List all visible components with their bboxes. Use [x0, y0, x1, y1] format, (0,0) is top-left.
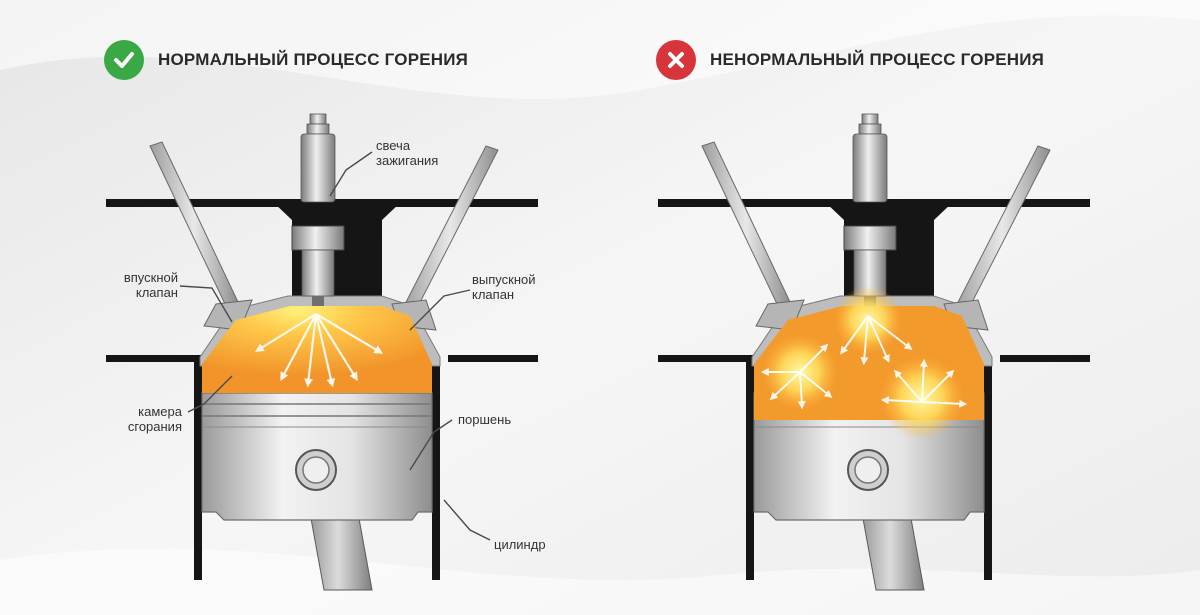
heading-normal: НОРМАЛЬНЫЙ ПРОЦЕСС ГОРЕНИЯ	[104, 40, 469, 80]
flame-front-normal	[255, 313, 384, 388]
label-combustion-chamber: камера сгорания	[127, 404, 182, 434]
label-leaders	[179, 151, 491, 541]
label-exhaust-valve: выпускной клапан	[472, 272, 536, 302]
flame-fronts-abnormal	[760, 315, 968, 410]
engine-normal	[105, 113, 539, 591]
label-cylinder: цилиндр	[494, 537, 546, 552]
check-icon	[104, 40, 144, 80]
label-piston: поршень	[458, 412, 512, 427]
label-intake-valve: впускной клапан	[123, 270, 178, 300]
heading-abnormal: НЕНОРМАЛЬНЫЙ ПРОЦЕСС ГОРЕНИЯ	[656, 40, 1045, 80]
heading-normal-title: НОРМАЛЬНЫЙ ПРОЦЕСС ГОРЕНИЯ	[158, 50, 469, 69]
heading-abnormal-title: НЕНОРМАЛЬНЫЙ ПРОЦЕСС ГОРЕНИЯ	[710, 50, 1045, 69]
engine-abnormal	[657, 113, 1091, 591]
combustion-chamber-normal	[202, 306, 432, 393]
label-spark-plug: свеча зажигания	[376, 138, 439, 168]
cross-icon	[656, 40, 696, 80]
